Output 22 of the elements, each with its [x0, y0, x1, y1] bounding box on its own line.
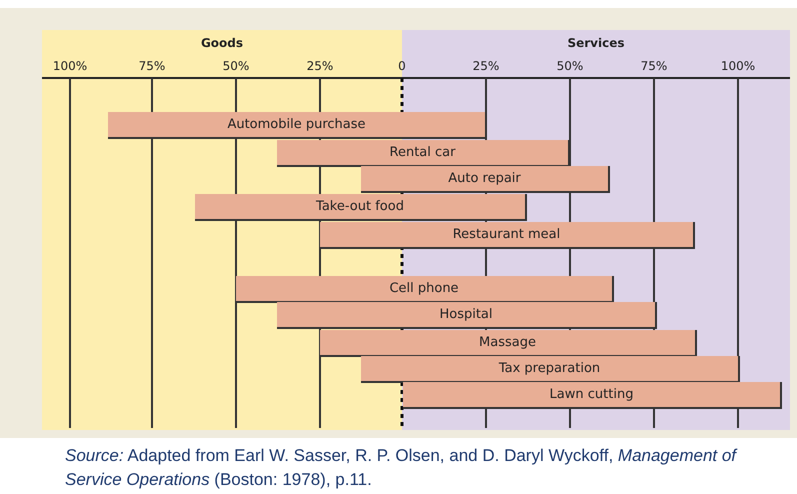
group-heading: Services [567, 36, 625, 50]
tick-label: 25% [306, 59, 334, 73]
group-heading: Goods [200, 36, 244, 50]
range-bar: Cell phone [236, 276, 614, 303]
source-caption: Source: Adapted from Earl W. Sasser, R. P. Olsen, and D. Daryl Wyckoff, Management of Service Operations (Boston: 1978), p.11. [65, 445, 738, 491]
range-bar: Rental car [277, 140, 570, 167]
tick-label: 100% [52, 59, 88, 73]
tick-label: 50% [222, 59, 250, 73]
range-bar: Lawn cutting [403, 382, 782, 409]
range-bar: Automobile purchase [108, 112, 487, 139]
tick-label: 75% [640, 59, 668, 73]
tick-label: 25% [472, 59, 500, 73]
range-bar: Tax preparation [361, 356, 740, 383]
range-bar: Auto repair [361, 166, 610, 193]
tick-label: 75% [138, 59, 166, 73]
range-bar: Massage [320, 330, 697, 357]
tick-label: 100% [720, 59, 756, 73]
range-bar: Restaurant meal [320, 222, 695, 249]
range-bar: Hospital [277, 302, 657, 329]
tick-label: 0 [398, 59, 406, 73]
range-bar: Take-out food [195, 194, 527, 221]
tick-label: 50% [556, 59, 584, 73]
